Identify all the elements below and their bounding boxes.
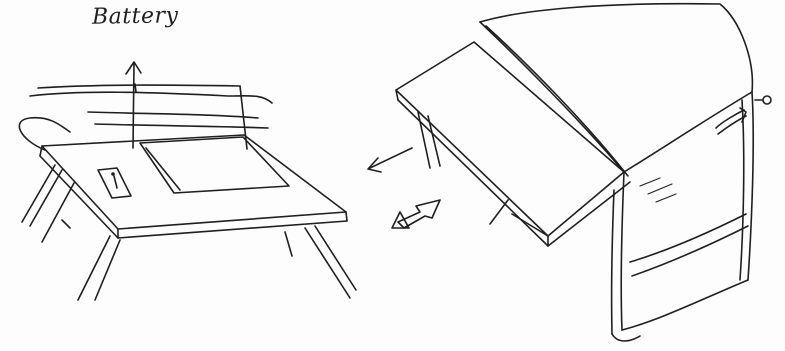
cabinet-desk-sketch	[396, 4, 771, 341]
cabinet-top	[480, 4, 752, 176]
arrow-left-icon	[368, 148, 412, 172]
cabinet-shading	[640, 178, 676, 202]
table-lid-frame	[30, 84, 272, 149]
arrow-up-icon	[126, 62, 141, 148]
battery-icon	[98, 168, 131, 198]
portable-table-sketch	[19, 62, 356, 300]
cabinet-body	[612, 92, 754, 341]
fold-out-desk	[396, 42, 630, 246]
arrow-down-left-icon	[392, 200, 440, 228]
knob-icon	[755, 96, 771, 104]
table-top	[40, 135, 347, 238]
